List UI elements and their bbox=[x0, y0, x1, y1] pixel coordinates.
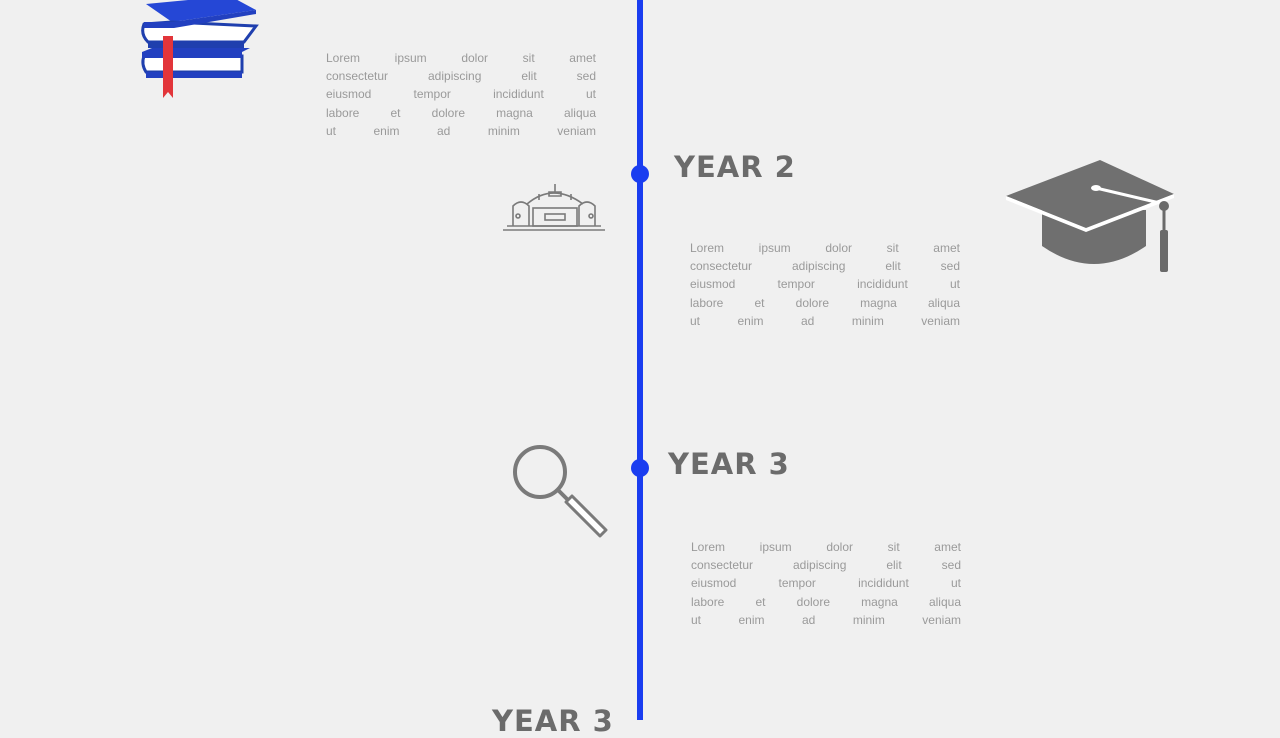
books-icon bbox=[141, 0, 259, 98]
paragraph-line: ut enim ad minim veniam bbox=[691, 612, 961, 627]
timeline-node-year-2 bbox=[631, 165, 649, 183]
entry-1-paragraph: Lorem ipsum dolor sit amet consectetur a… bbox=[326, 49, 596, 140]
paragraph-line: eiusmod tempor incididunt ut bbox=[326, 87, 596, 102]
paragraph-line: Lorem ipsum dolor sit amet bbox=[690, 241, 960, 255]
paragraph-line: ut enim ad minim veniam bbox=[326, 123, 596, 138]
paragraph-line: consectetur adipiscing elit sed bbox=[690, 259, 960, 274]
magnifier-icon bbox=[513, 445, 608, 538]
entry-2-paragraph: Lorem ipsum dolor sit amet consectetur a… bbox=[690, 239, 960, 330]
year-3-label: YEAR 3 bbox=[668, 447, 790, 481]
year-2-label: YEAR 2 bbox=[674, 150, 796, 184]
school-building-icon bbox=[503, 184, 605, 231]
paragraph-line: eiusmod tempor incididunt ut bbox=[691, 576, 961, 591]
entry-3-paragraph: Lorem ipsum dolor sit amet consectetur a… bbox=[691, 538, 961, 629]
paragraph-line: labore et dolore magna aliqua bbox=[690, 295, 960, 310]
timeline-line bbox=[637, 0, 643, 720]
timeline-node-year-3 bbox=[631, 459, 649, 477]
paragraph-line: labore et dolore magna aliqua bbox=[691, 594, 961, 609]
paragraph-line: ut enim ad minim veniam bbox=[690, 313, 960, 328]
year-4-label: YEAR 3 bbox=[492, 704, 614, 738]
paragraph-line: Lorem ipsum dolor sit amet bbox=[691, 540, 961, 554]
paragraph-line: consectetur adipiscing elit sed bbox=[691, 558, 961, 573]
graduation-cap-icon bbox=[1006, 160, 1174, 272]
paragraph-line: labore et dolore magna aliqua bbox=[326, 105, 596, 120]
paragraph-line: consectetur adipiscing elit sed bbox=[326, 69, 596, 84]
paragraph-line: eiusmod tempor incididunt ut bbox=[690, 277, 960, 292]
paragraph-line: Lorem ipsum dolor sit amet bbox=[326, 51, 596, 65]
